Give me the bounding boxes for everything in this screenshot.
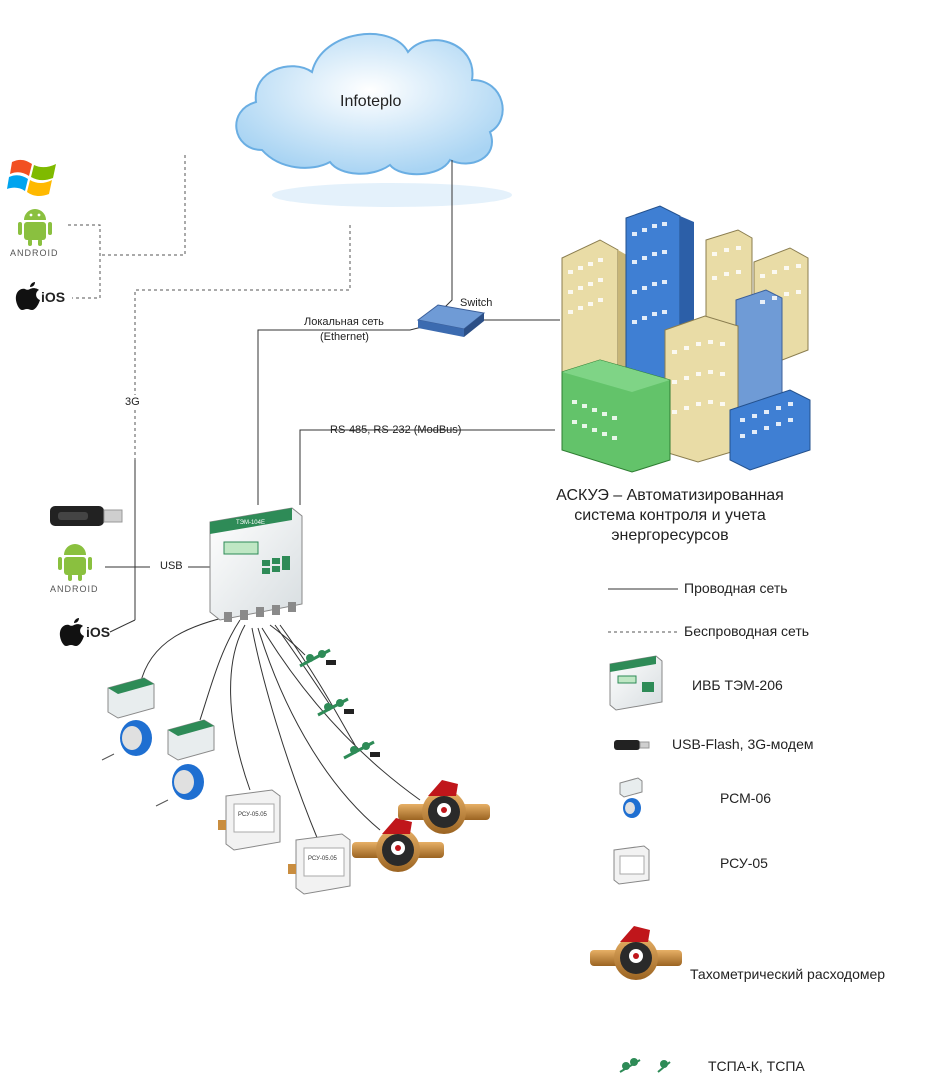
legend-icons — [590, 588, 682, 1073]
legend-ivb-label: ИВБ ТЭМ-206 — [692, 677, 783, 693]
rsu-meter-icon — [613, 845, 650, 885]
usb-label: USB — [160, 560, 183, 572]
legend-wireless-label: Беспроводная сеть — [684, 623, 810, 639]
rsu-meter: РСУ-05.05 — [218, 789, 281, 851]
rs485-label: RS-485, RS-232 (ModBus) — [330, 424, 462, 436]
wireless-connections — [68, 155, 351, 460]
rsu-meter: РСУ-05.05 — [288, 833, 351, 895]
temperature-sensor — [343, 740, 380, 760]
legend-usb-label: USB-Flash, 3G-модем — [672, 736, 814, 752]
cloud-label: Infoteplo — [340, 93, 402, 110]
3g-label: 3G — [125, 396, 140, 408]
temperature-sensor-icon — [619, 1058, 671, 1073]
device-title: ТЭМ-104Е — [236, 520, 265, 526]
cloud-icon — [235, 33, 512, 207]
water-meter-icon — [590, 926, 682, 980]
rsu-face-label: РСУ-05.05 — [308, 856, 338, 862]
local-network-label: Локальная сеть — [304, 316, 384, 328]
android-icon — [18, 209, 52, 246]
controller-icon — [609, 655, 663, 711]
android-icon — [58, 544, 92, 581]
android-wordmark: ANDROID — [10, 248, 59, 258]
windows-icon — [7, 159, 56, 197]
apple-icon — [59, 618, 84, 646]
tem-controller-device: ТЭМ-104Е — [209, 507, 303, 622]
legend-rsm-label: РСМ-06 — [720, 790, 772, 806]
apple-icon — [15, 282, 41, 310]
water-meter — [398, 780, 490, 834]
legend-wired-label: Проводная сеть — [684, 580, 788, 596]
rsu-face-label: РСУ-05.05 — [238, 812, 268, 818]
askue-line: система контроля и учета — [574, 507, 766, 524]
switch-label: Switch — [460, 297, 493, 309]
askue-line: энергоресурсов — [611, 527, 729, 544]
legend-rsu-label: РСУ-05 — [720, 855, 768, 871]
ios-wordmark: iOS — [41, 289, 66, 305]
buildings-icon — [561, 205, 811, 473]
usb-stick-icon — [614, 740, 650, 750]
rsm-meter-icon — [619, 777, 643, 818]
legend-tspa-label: ТСПА-К, ТСПА — [708, 1058, 805, 1074]
local-network-sub-label: (Ethernet) — [320, 331, 369, 343]
network-switch-icon — [416, 304, 486, 337]
rsm-meter — [155, 719, 215, 807]
usb-stick-icon — [50, 506, 123, 526]
legend-tacho-label: Тахометрический расходомер — [690, 966, 886, 982]
askue-line: АСКУЭ – Автоматизированная — [556, 487, 784, 504]
temperature-sensor — [317, 697, 354, 717]
rsm-meter — [101, 677, 155, 761]
android-wordmark: ANDROID — [50, 584, 99, 594]
water-meter — [352, 818, 444, 872]
temperature-sensor — [299, 648, 336, 668]
ios-wordmark: iOS — [86, 624, 111, 640]
askue-caption: АСКУЭ – Автоматизированная система контр… — [520, 486, 820, 546]
